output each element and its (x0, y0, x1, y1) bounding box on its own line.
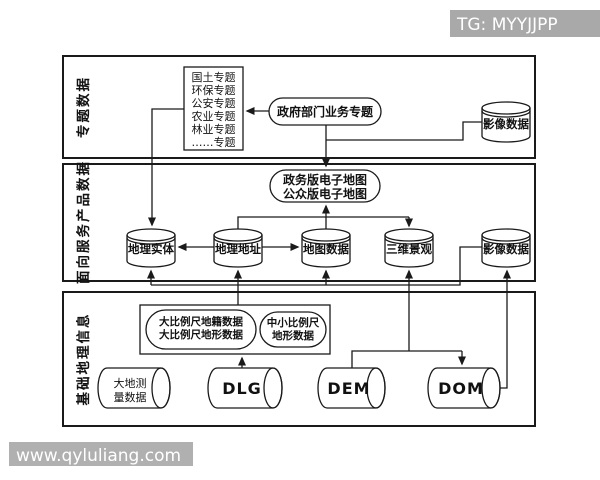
gov-business-label: 政府部门业务专题 (277, 104, 374, 119)
base-section-frame (62, 291, 536, 427)
geo-entity-label: 地理实体 (128, 242, 174, 256)
topic-list-text: 国土专题 环保专题 公安专题 农业专题 林业专题 ……专题 (192, 70, 236, 149)
large-scale-stadium (145, 309, 257, 350)
topic-line: 农业专题 (192, 109, 236, 123)
mid-small-scale-line: 地形数据 (272, 329, 314, 342)
dom-db: DOM (427, 367, 501, 409)
connector-topics-to-geo-entity (148, 108, 184, 227)
topic-line: 公安专题 (192, 96, 236, 110)
dem-label: DEM (327, 379, 370, 398)
thematic-section-frame (62, 55, 536, 159)
large-scale-line: 大比例尺地形数据 (159, 328, 243, 341)
map-data-label: 地图数据 (303, 242, 349, 256)
imagery-db-top: 影像数据 (481, 101, 531, 143)
connector-bus1 (237, 216, 409, 229)
dlg-label: DLG (222, 379, 262, 398)
three-d-scene-label: 三维景观 (386, 242, 432, 256)
geo-entity-db: 地理实体 (126, 228, 176, 268)
geo-address-label: 地理地址 (215, 242, 261, 256)
imagery-db-mid: 影像数据 (481, 228, 531, 268)
geodetic-line: 大地测 (114, 376, 147, 390)
service-section-frame (62, 163, 536, 282)
emap-stadium (269, 169, 381, 203)
connector-dom-to-imagery (500, 269, 511, 389)
connector-imagery-top-elbow (326, 121, 482, 141)
emap-line: 公众版电子地图 (283, 186, 367, 201)
watermark-top-right: TG: MYYJJPP (450, 10, 600, 37)
imagery-db-top-label: 影像数据 (483, 117, 529, 131)
dem-db: DEM (317, 367, 386, 409)
watermark-top-text: TG: MYYJJPP (456, 15, 558, 35)
emap-line: 政务版电子地图 (283, 172, 367, 187)
topic-line: 林业专题 (192, 122, 236, 136)
topic-line: ……专题 (192, 135, 236, 149)
service-section-label: 面向服务产品数据 (75, 160, 92, 284)
geodetic-db: 大地测 量数据 (97, 367, 171, 409)
connector-dem-elbow (351, 350, 462, 368)
geo-address-db: 地理地址 (213, 228, 263, 268)
topic-line: 国土专题 (192, 70, 236, 84)
watermark-bottom-text: www.qyluliang.com (16, 446, 181, 466)
topic-list-box (183, 66, 244, 151)
dlg-db: DLG (207, 367, 283, 409)
dom-label: DOM (438, 379, 484, 398)
base-section-label: 基础地理信息 (75, 313, 92, 406)
three-d-scene-db: 三维景观 (384, 228, 434, 268)
watermark-bottom-left: www.qyluliang.com (9, 442, 193, 466)
imagery-db-mid-label: 影像数据 (483, 242, 529, 256)
mid-small-scale-stadium (259, 311, 327, 348)
topic-line: 环保专题 (192, 83, 236, 97)
thematic-section-label: 专题数据 (75, 76, 92, 138)
connectors (147, 107, 511, 389)
connector-imagery-mid-bus2 (151, 246, 482, 286)
mid-small-scale-line: 中小比例尺 (267, 316, 320, 329)
large-scale-line: 大比例尺地籍数据 (159, 315, 243, 328)
geodetic-line: 量数据 (114, 390, 147, 404)
map-data-db: 地图数据 (301, 228, 351, 268)
